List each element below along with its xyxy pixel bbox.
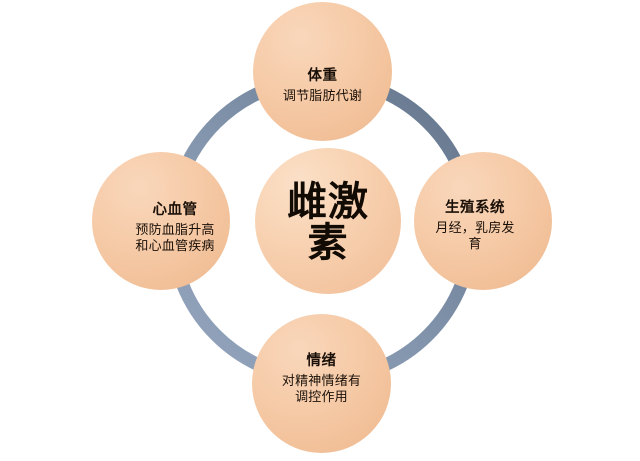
node-weight-description: 调节脂肪代谢 xyxy=(283,89,362,105)
center-label: 雌激素 xyxy=(287,178,369,266)
node-weight-desc-line-1: 调节脂肪代谢 xyxy=(282,88,363,104)
node-weight[interactable]: 体重 调节脂肪代谢 xyxy=(253,2,392,141)
node-reproductive-system[interactable]: 生殖系统 月经，乳房发 育 xyxy=(414,152,552,290)
node-reproductive-system-description: 月经，乳房发 育 xyxy=(435,221,514,254)
node-reproductive-system-content: 生殖系统 月经，乳房发 育 xyxy=(406,200,544,253)
node-cardiovascular-content: 心血管 预防血脂升高 和心血管疾病 xyxy=(106,202,244,255)
node-mood-description: 对精神情绪有 调控作用 xyxy=(282,374,361,407)
node-reproductive-system-title: 生殖系统 xyxy=(445,199,505,217)
node-cardiovascular-title: 心血管 xyxy=(152,201,198,219)
node-weight-content: 体重 调节脂肪代谢 xyxy=(253,67,392,105)
node-center-estrogen[interactable]: 雌激素 xyxy=(255,148,401,294)
node-cardiovascular-description: 预防血脂升高 和心血管疾病 xyxy=(135,223,214,256)
node-mood-title: 情绪 xyxy=(306,351,337,369)
node-weight-title: 体重 xyxy=(307,67,338,85)
node-mood-content: 情绪 对精神情绪有 调控作用 xyxy=(252,351,391,407)
node-mood-desc-line-2: 调控作用 xyxy=(295,389,348,405)
node-mood[interactable]: 情绪 对精神情绪有 调控作用 xyxy=(252,314,391,453)
node-reproductive-system-desc-line-1: 月经，乳房发 xyxy=(435,221,515,237)
node-cardiovascular-desc-line-2: 和心血管疾病 xyxy=(135,239,215,255)
node-cardiovascular[interactable]: 心血管 预防血脂升高 和心血管疾病 xyxy=(92,152,230,290)
node-mood-desc-line-1: 对精神情绪有 xyxy=(281,373,362,389)
node-cardiovascular-desc-line-1: 预防血脂升高 xyxy=(135,223,215,239)
node-reproductive-system-desc-line-2: 育 xyxy=(468,237,482,253)
